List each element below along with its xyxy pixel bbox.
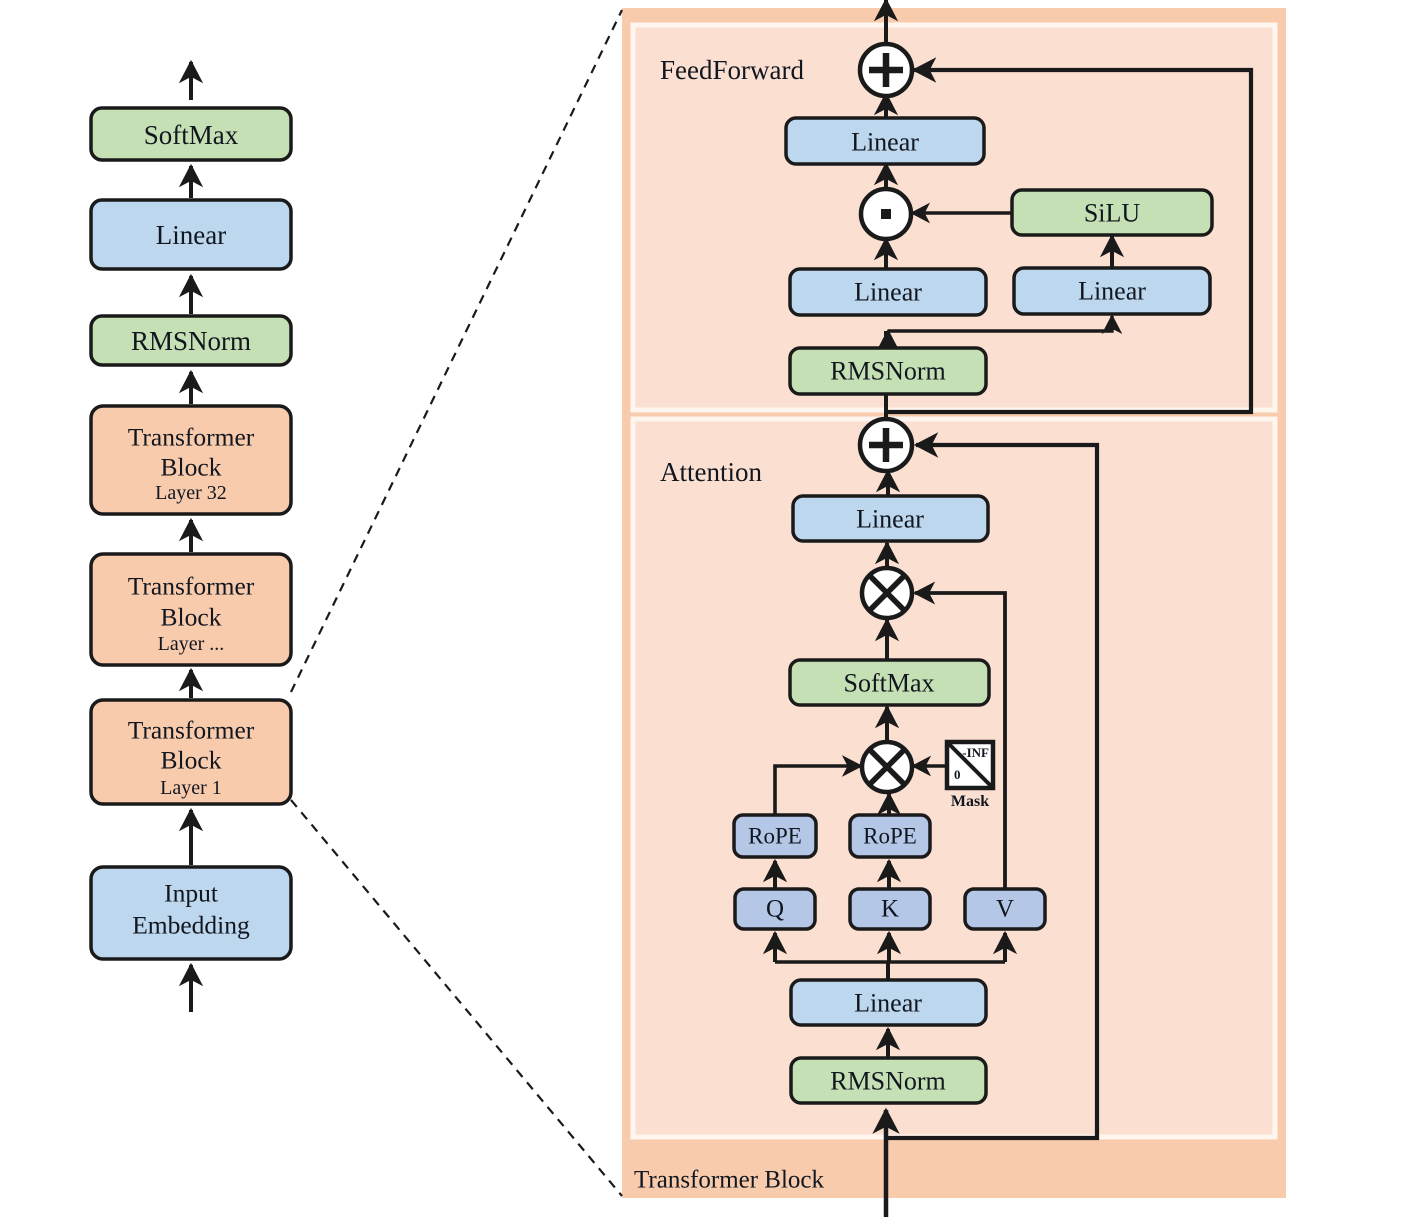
at-node-mask[interactable]: -INF 0 Mask <box>944 739 996 810</box>
pipeline-label-rmsnorm: RMSNorm <box>131 326 251 356</box>
at-node-linear-qkv[interactable]: Linear <box>789 978 988 1027</box>
pipeline-box-rmsnorm[interactable]: RMSNorm <box>89 314 293 367</box>
callout-line-bottom <box>290 799 623 1197</box>
ff-label-rmsnorm: RMSNorm <box>830 357 946 386</box>
multiply-icon <box>868 748 906 786</box>
at-node-matmul-qk[interactable] <box>859 739 915 795</box>
at-label-v: V <box>996 896 1014 923</box>
at-label-linear-out: Linear <box>856 505 924 534</box>
ff-node-rmsnorm[interactable]: RMSNorm <box>788 346 988 396</box>
at-node-linear-out[interactable]: Linear <box>791 494 990 543</box>
pipeline-label-block32-line2: Block <box>161 453 222 482</box>
at-node-softmax[interactable]: SoftMax <box>788 658 991 707</box>
section-label-feedforward: FeedForward <box>660 55 804 85</box>
at-node-add[interactable] <box>857 416 915 474</box>
dot-product-icon <box>881 209 891 219</box>
ff-node-linear-up[interactable]: Linear <box>1012 266 1212 316</box>
ff-label-linear-up: Linear <box>1078 277 1146 306</box>
pipeline-sublabel-blockdots: Layer ... <box>158 633 225 655</box>
at-label-q: Q <box>766 896 784 923</box>
section-label-attention: Attention <box>660 457 762 487</box>
callout-line-top <box>290 9 623 693</box>
pipeline-label-blockdots-line1: Transformer <box>128 572 255 601</box>
plus-icon <box>869 53 903 87</box>
pipeline-label-softmax: SoftMax <box>144 120 239 150</box>
pipeline-label-block1-line1: Transformer <box>128 716 255 745</box>
pipeline-label-block1-line2: Block <box>161 746 222 775</box>
ff-label-silu: SiLU <box>1084 199 1141 228</box>
pipeline-label-embedding-line2: Embedding <box>132 911 250 940</box>
mask-value-lower: 0 <box>954 767 961 782</box>
pipeline-box-transformer-layer-dots[interactable]: Transformer Block Layer ... <box>89 552 293 667</box>
ff-label-linear-gate: Linear <box>854 278 922 307</box>
at-label-linear-qkv: Linear <box>854 989 922 1018</box>
at-label-k: K <box>881 896 899 923</box>
at-node-rope-query[interactable]: RoPE <box>732 813 818 859</box>
pipeline-box-softmax[interactable]: SoftMax <box>89 106 293 162</box>
model-pipeline: SoftMax Linear RMSNorm Transformer Block… <box>89 59 293 1012</box>
at-label-rope-q: RoPE <box>748 824 802 849</box>
pipeline-sublabel-block32: Layer 32 <box>155 482 227 504</box>
at-node-key[interactable]: K <box>848 887 932 931</box>
at-node-rope-key[interactable]: RoPE <box>848 813 932 859</box>
plus-icon <box>869 428 903 462</box>
mask-caption: Mask <box>951 793 989 810</box>
pipeline-label-block32-line1: Transformer <box>128 423 255 452</box>
pipeline-box-linear[interactable]: Linear <box>89 198 293 271</box>
at-node-query[interactable]: Q <box>733 887 817 931</box>
callout-dashed-lines <box>290 9 623 1197</box>
pipeline-box-transformer-layer-1[interactable]: Transformer Block Layer 1 <box>89 698 293 806</box>
pipeline-label-blockdots-line2: Block <box>161 603 222 632</box>
at-label-rope-k: RoPE <box>863 824 917 849</box>
pipeline-box-input-embedding[interactable]: Input Embedding <box>89 865 293 961</box>
ff-node-linear-out[interactable]: Linear <box>784 116 986 166</box>
ff-node-add[interactable] <box>857 41 915 99</box>
detail-outer-label: Transformer Block <box>634 1167 825 1194</box>
multiply-icon <box>868 574 906 612</box>
ff-node-elementwise-multiply[interactable] <box>858 186 914 242</box>
ff-node-linear-gate[interactable]: Linear <box>788 267 988 317</box>
at-label-softmax: SoftMax <box>844 669 935 698</box>
attention-wires <box>762 432 1100 1217</box>
ff-label-linear-out: Linear <box>851 128 919 157</box>
at-node-value[interactable]: V <box>963 887 1047 931</box>
mask-value-upper: -INF <box>962 745 989 760</box>
feedforward-wires <box>873 0 1254 418</box>
at-label-rmsnorm: RMSNorm <box>830 1067 946 1096</box>
pipeline-sublabel-block1: Layer 1 <box>160 777 222 799</box>
pipeline-label-linear: Linear <box>156 220 226 250</box>
pipeline-label-embedding-line1: Input <box>164 879 218 908</box>
at-node-rmsnorm[interactable]: RMSNorm <box>789 1056 988 1105</box>
mask-diagonal <box>947 742 993 788</box>
at-node-matmul-scores-values[interactable] <box>859 565 915 621</box>
pipeline-box-transformer-layer-32[interactable]: Transformer Block Layer 32 <box>89 404 293 516</box>
ff-node-silu[interactable]: SiLU <box>1010 188 1214 237</box>
